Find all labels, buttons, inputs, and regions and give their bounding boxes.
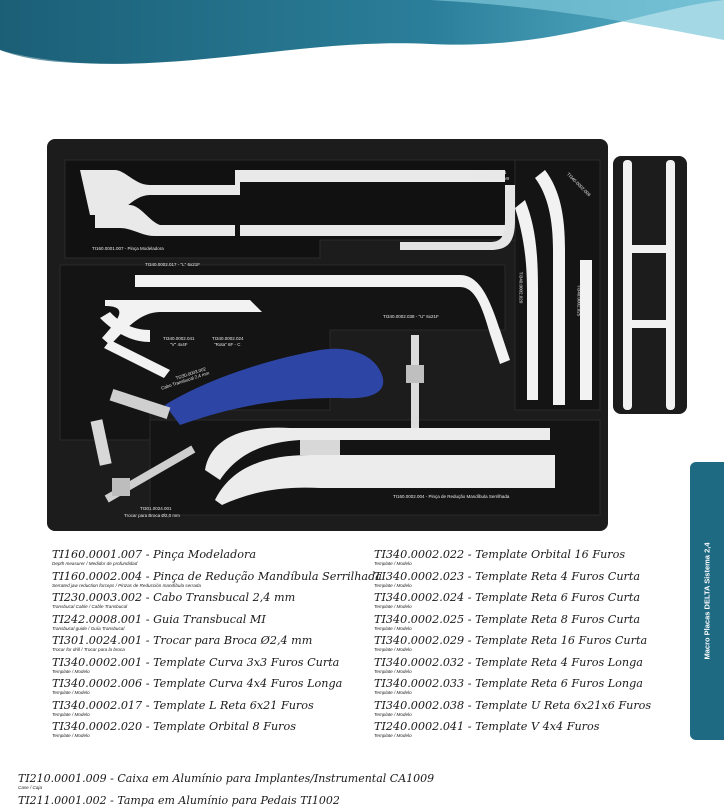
side-section-tab: Macro Placas DELTA Sistema 2,4 [690, 462, 724, 740]
instrument-list-right: TI340.0002.022 - Template Orbital 16 Fur… [374, 548, 694, 742]
tray-label-trocar-sub: Trocar para Broca Ø2,0 mm [124, 513, 180, 518]
modeling-pliers [80, 170, 505, 236]
item-title: TI340.0002.001 - Template Curva 3x3 Furo… [52, 655, 340, 669]
list-item: TI340.0002.025 - Template Reta 8 Furos C… [374, 613, 694, 635]
item-title: TI340.0002.023 - Template Reta 4 Furos C… [374, 569, 641, 583]
item-title: TI340.0002.024 - Template Reta 6 Furos C… [374, 591, 641, 604]
list-item: TI301.0024.001 - Trocar para Broca Ø2,4 … [52, 634, 372, 656]
list-item: TI340.0002.024 - Template Reta 6 Furos C… [374, 591, 694, 613]
tray-label-modeling-pliers: TI160.0001.007 - Pinça Modeladora [92, 246, 164, 251]
item-title: TI340.0002.029 - Template Reta 16 Furos … [374, 634, 648, 647]
item-title: TI340.0002.038 - Template U Reta 6x21x6 … [374, 698, 652, 712]
item-subtitle: Depth measurer / Medidor de profundidad [52, 561, 138, 566]
footer-case-subtitle: Case / Caja [18, 785, 43, 790]
list-item: TI340.0002.023 - Template Reta 4 Furos C… [374, 570, 694, 592]
item-title: TI301.0024.001 - Trocar para Broca Ø2,4 … [52, 634, 313, 647]
list-item: TI340.0002.017 - Template L Reta 6x21 Fu… [52, 699, 372, 721]
item-subtitle: Template / Modelo [374, 647, 412, 652]
transbucal-guide [400, 185, 515, 250]
tray-label-v-sub: "V" 4x4F [170, 342, 188, 347]
item-subtitle: Template / Modelo [374, 733, 412, 738]
tray-label-reta: TI340.0002.025 [576, 284, 582, 317]
item-subtitle: Serrated jaw reduction forceps / Pinzas … [52, 582, 201, 588]
instrument-tray [47, 139, 687, 531]
transbucal-cable-handle [90, 348, 384, 466]
item-subtitle: Template / Modelo [374, 668, 412, 674]
tray-label-v-template: TI340.0002.041 [163, 336, 195, 341]
list-item: TI340.0002.022 - Template Orbital 16 Fur… [374, 548, 694, 570]
tray-label-orbital: TI340.0002.020 [518, 271, 524, 304]
item-title: TI340.0002.033 - Template Reta 6 Furos L… [374, 677, 643, 690]
item-subtitle: Template / Modelo [374, 625, 412, 631]
item-title: TI160.0002.004 - Pinça de Redução Mandíb… [52, 569, 382, 583]
item-subtitle: Template / Modelo [52, 668, 90, 674]
tray-label-u-template: TI340.0002.038 - "U" 6x21F [383, 314, 439, 319]
chain-templates [100, 170, 592, 405]
item-subtitle: Template / Modelo [374, 561, 412, 566]
item-title: TI340.0002.025 - Template Reta 8 Furos C… [374, 612, 641, 626]
tray-label-guide-sub: Guia Transbucal MI [470, 176, 510, 181]
item-title: TI340.0002.017 - Template L Reta 6x21 Fu… [52, 698, 314, 712]
item-subtitle: Transbucal guide / Guía Transbucal [52, 625, 125, 631]
item-subtitle: Template / Modelo [52, 733, 90, 738]
item-title: TI340.0002.006 - Template Curva 4x4 Furo… [52, 677, 343, 690]
list-item: TI340.0002.038 - Template U Reta 6x21x6 … [374, 699, 694, 721]
item-title: TI230.0003.002 - Cabo Transbucal 2,4 mm [52, 591, 296, 604]
list-item: TI340.0002.033 - Template Reta 6 Furos L… [374, 677, 694, 699]
tray-label-rota: TI340.0002.024 [212, 336, 244, 341]
item-subtitle: Template / Modelo [52, 711, 90, 717]
item-title: TI160.0001.007 - Pinça Modeladora [52, 548, 257, 561]
item-title: TI340.0002.022 - Template Orbital 16 Fur… [374, 548, 626, 561]
footer-case-item: TI210.0001.009 - Caixa em Alumínio para … [18, 772, 434, 791]
item-title: TI340.0002.032 - Template Reta 4 Furos L… [374, 655, 643, 669]
list-item: TI340.0002.032 - Template Reta 4 Furos L… [374, 656, 694, 678]
tray-label-guide: TI242.0008.001 [475, 170, 507, 175]
item-title: TI240.0002.041 - Template V 4x4 Furos [374, 720, 600, 733]
tray-label-reduction: TI160.0002.004 - Pinça de Redução Mandíb… [393, 494, 510, 499]
item-subtitle: Template / Modelo [374, 604, 412, 609]
tray-label-rota-sub: "Rota" 6F - C [214, 342, 241, 347]
item-subtitle: Template / Modelo [374, 582, 412, 588]
list-item: TI340.0002.006 - Template Curva 4x4 Furo… [52, 677, 372, 699]
list-item: TI160.0002.004 - Pinça de Redução Mandíb… [52, 569, 382, 592]
footer-case-title: TI210.0001.009 - Caixa em Alumínio para … [18, 772, 435, 785]
side-tab-label: Macro Placas DELTA Sistema 2,4 [702, 542, 712, 660]
item-title: TI340.0002.020 - Template Orbital 8 Furo… [52, 720, 296, 733]
item-subtitle: Template / Modelo [374, 711, 412, 717]
item-subtitle: Template / Modelo [52, 690, 90, 695]
footer-cut-line: TI211.0001.002 - Tampa em Alumínio para … [18, 794, 340, 807]
tray-label-trocar: TI301.0024.001 [140, 506, 172, 511]
header-wave-banner [0, 0, 724, 75]
item-subtitle: Template / Modelo [374, 690, 412, 695]
item-title: TI242.0008.001 - Guia Transbucal MI [52, 612, 266, 626]
list-item: TI340.0002.029 - Template Reta 16 Furos … [374, 634, 694, 656]
item-subtitle: Trocar for drill / Trocar para la broca [52, 647, 125, 652]
reduction-forceps [205, 427, 555, 505]
item-subtitle: Transbucal Cable / Cable Transbucal [52, 604, 128, 609]
list-item: TI340.0002.001 - Template Curva 3x3 Furo… [52, 656, 372, 678]
tray-label-l-template: TI340.0002.017 - "L" 6x21F [145, 262, 200, 267]
list-item: TI340.0002.020 - Template Orbital 8 Furo… [52, 720, 372, 742]
